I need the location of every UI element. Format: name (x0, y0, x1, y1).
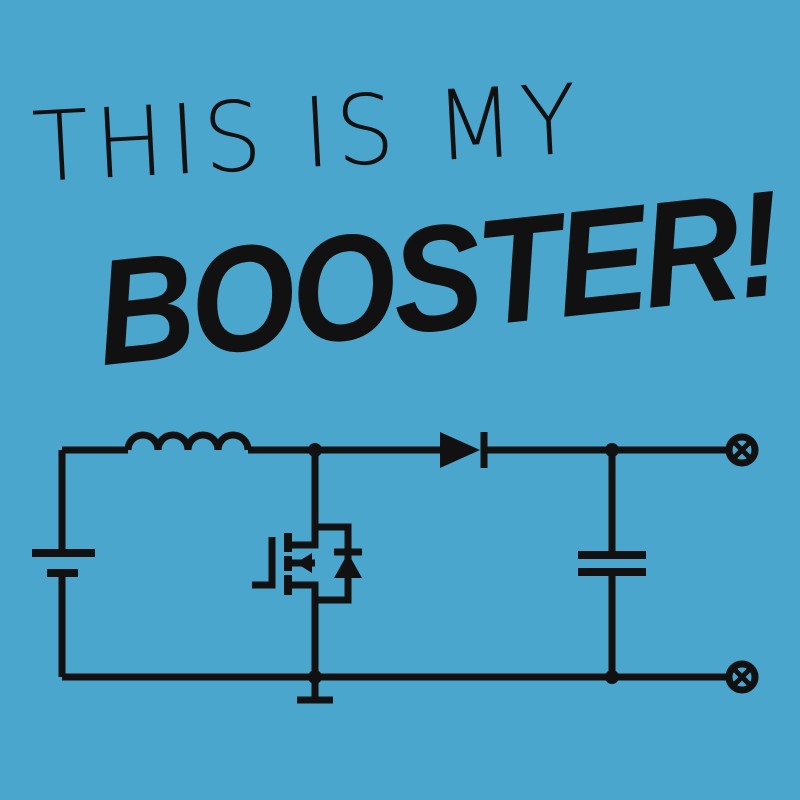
output-terminal-negative (725, 660, 759, 694)
capacitor (578, 551, 646, 576)
mosfet-drain (290, 450, 319, 549)
mosfet-arrow (296, 553, 312, 573)
node (308, 443, 322, 457)
node (605, 670, 619, 684)
inductor (124, 431, 252, 451)
body-diode-triangle (334, 553, 362, 578)
mosfet-gate (252, 537, 276, 589)
node (605, 443, 619, 457)
battery (32, 549, 95, 577)
diode-triangle (440, 432, 480, 468)
output-terminal-positive (725, 433, 759, 467)
mosfet-source (290, 581, 319, 677)
node (308, 670, 322, 684)
